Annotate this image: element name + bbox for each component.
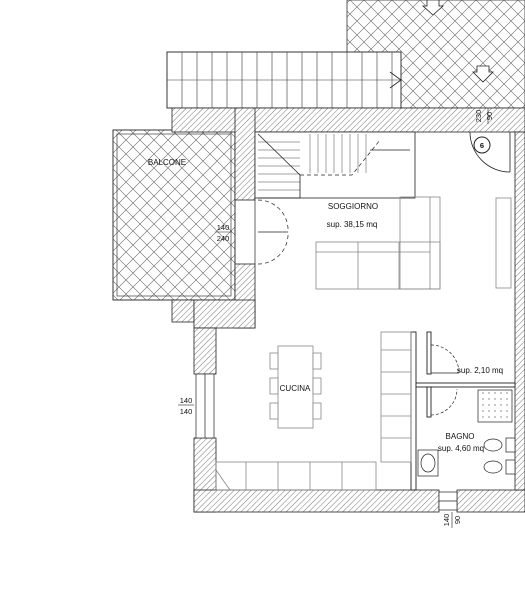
external-staircase	[166, 51, 402, 109]
dim-entrance-bottom: 230	[474, 110, 483, 123]
sofa	[315, 196, 512, 290]
dim-bath-window-top: 90	[453, 516, 462, 524]
kitchen-counter	[215, 331, 412, 491]
bathroom-fixtures	[417, 437, 516, 477]
balcony	[112, 129, 236, 301]
dim-bath-window-bottom: 140	[442, 514, 451, 527]
label-soggiorno-area: sup. 38,15 mq	[327, 220, 378, 229]
interior-staircase	[254, 131, 416, 199]
bathroom-doors	[430, 344, 460, 416]
dim-kitchen-window-bottom: 140	[180, 407, 193, 416]
arrow-icon	[421, 0, 494, 83]
label-bagno: BAGNO	[446, 432, 475, 441]
label-soggiorno: SOGGIORNO	[328, 202, 378, 211]
label-disimpegno-area: sup. 2,10 mq	[457, 366, 503, 375]
label-cucina: CUCINA	[280, 384, 311, 393]
dim-balcony-door-top: 140	[217, 223, 230, 232]
kitchen-window	[195, 373, 215, 439]
shower	[477, 389, 513, 423]
dining-table	[269, 345, 322, 429]
dim-kitchen-window-top: 140	[180, 396, 193, 405]
label-balcone: BALCONE	[148, 158, 186, 167]
label-bagno-area: sup. 4,60 mq	[438, 444, 484, 453]
bath-window	[438, 491, 458, 511]
dim-entrance-top: 90	[485, 112, 494, 120]
entrance-number: 6	[480, 141, 484, 150]
balcony-door	[254, 199, 289, 265]
entrance-marker	[473, 136, 491, 154]
dimension-lines	[178, 108, 489, 528]
walls	[171, 107, 525, 513]
entrance-door[interactable]	[469, 131, 511, 173]
dim-balcony-door-bottom: 240	[217, 234, 230, 243]
